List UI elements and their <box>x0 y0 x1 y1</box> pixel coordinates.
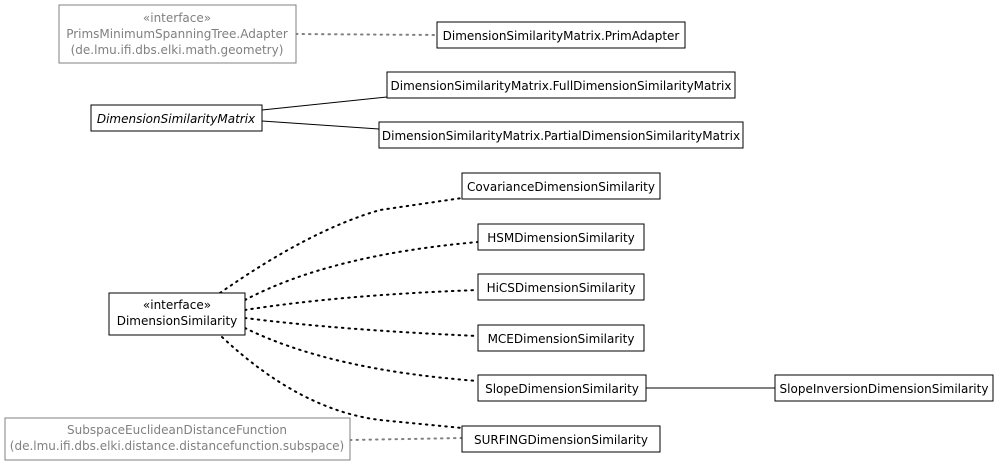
class-name: HiCSDimensionSimilarity <box>487 281 636 295</box>
class-name: DimensionSimilarityMatrix.PartialDimensi… <box>382 129 740 143</box>
class-name: SlopeDimensionSimilarity <box>485 382 639 396</box>
class-surfing-dimension-similarity[interactable]: SURFINGDimensionSimilarity <box>461 425 661 453</box>
package-label: (de.lmu.ifi.dbs.elki.distance.distancefu… <box>10 439 344 453</box>
class-name: SubspaceEuclideanDistanceFunction <box>67 423 287 437</box>
edge-dim-sim-to-slope <box>244 327 479 382</box>
class-name: SURFINGDimensionSimilarity <box>474 433 648 447</box>
edge-dim-sim-to-surfing <box>221 336 463 429</box>
edge-subspace-euclid-to-surfing <box>349 437 463 441</box>
class-name: CovarianceDimensionSimilarity <box>467 180 655 194</box>
edge-dim-sim-matrix-to-full-matrix <box>261 96 388 111</box>
class-hics-dimension-similarity[interactable]: HiCSDimensionSimilarity <box>477 273 645 301</box>
class-name: DimensionSimilarityMatrix.PrimAdapter <box>443 29 680 43</box>
stereotype-label: «interface» <box>143 298 211 312</box>
stereotype-label: «interface» <box>143 11 211 25</box>
package-label: (de.lmu.ifi.dbs.elki.math.geometry) <box>71 43 284 57</box>
edge-dim-sim-matrix-to-partial-matrix <box>261 120 380 130</box>
class-full-dimension-similarity-matrix[interactable]: DimensionSimilarityMatrix.FullDimensionS… <box>386 71 736 99</box>
class-name: MCEDimensionSimilarity <box>488 332 635 346</box>
edge-dim-sim-to-hsm <box>244 241 479 301</box>
class-covariance-dimension-similarity[interactable]: CovarianceDimensionSimilarity <box>461 172 661 200</box>
class-mce-dimension-similarity[interactable]: MCEDimensionSimilarity <box>477 324 645 352</box>
class-dimension-similarity-matrix[interactable]: DimensionSimilarityMatrix <box>90 104 263 132</box>
interface-dimension-similarity[interactable]: «interface» DimensionSimilarity <box>108 292 246 336</box>
class-prims-minimum-spanning-tree-adapter[interactable]: «interface» PrimsMinimumSpanningTree.Ada… <box>58 4 297 64</box>
class-hsm-dimension-similarity[interactable]: HSMDimensionSimilarity <box>477 223 645 251</box>
edge-prims-adapter-to-prim-adapter <box>295 33 438 36</box>
edge-dim-sim-to-covariance <box>219 197 463 294</box>
class-subspace-euclidean-distance-function[interactable]: SubspaceEuclideanDistanceFunction (de.lm… <box>4 417 351 461</box>
edge-dim-sim-to-mce <box>244 317 479 337</box>
class-name: HSMDimensionSimilarity <box>487 231 635 245</box>
class-name: SlopeInversionDimensionSimilarity <box>780 382 989 396</box>
class-name: DimensionSimilarity <box>117 314 238 328</box>
class-slope-inversion-dimension-similarity[interactable]: SlopeInversionDimensionSimilarity <box>774 374 994 402</box>
edge-dim-sim-to-hics <box>244 289 479 311</box>
edges <box>219 33 775 441</box>
class-partial-dimension-similarity-matrix[interactable]: DimensionSimilarityMatrix.PartialDimensi… <box>378 121 744 149</box>
class-prim-adapter[interactable]: DimensionSimilarityMatrix.PrimAdapter <box>436 21 686 49</box>
class-slope-dimension-similarity[interactable]: SlopeDimensionSimilarity <box>477 374 647 402</box>
class-name: DimensionSimilarityMatrix.FullDimensionS… <box>391 79 732 93</box>
class-name: PrimsMinimumSpanningTree.Adapter <box>66 27 288 41</box>
class-name: DimensionSimilarityMatrix <box>97 112 256 126</box>
